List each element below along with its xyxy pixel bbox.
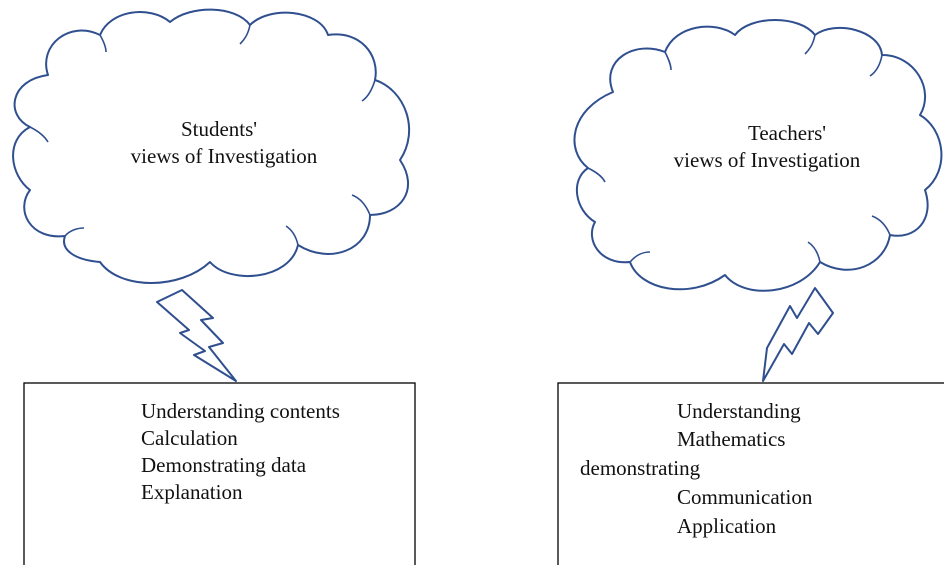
teachers-cloud-line1: Teachers' bbox=[747, 121, 827, 145]
students-cloud-line1: Students' bbox=[180, 117, 258, 141]
teachers-box bbox=[557, 382, 944, 565]
teachers-cloud-line2: views of Investigation bbox=[673, 148, 861, 172]
teachers-cloud-title: Teachers' bbox=[732, 120, 842, 147]
students-cloud bbox=[12, 8, 410, 284]
students-cloud-line2: views of Investigation bbox=[130, 144, 318, 168]
teachers-item: Understanding bbox=[677, 399, 801, 423]
teachers-item: Mathematics bbox=[677, 427, 786, 451]
teachers-lightning bbox=[762, 287, 834, 382]
students-item: Explanation bbox=[141, 480, 243, 504]
teachers-item: demonstrating bbox=[580, 456, 701, 480]
teachers-cloud bbox=[573, 19, 943, 292]
students-cloud-detail bbox=[29, 24, 376, 246]
students-lightning bbox=[156, 289, 237, 382]
students-cloud-subtitle: views of Investigation bbox=[114, 143, 334, 170]
teachers-item: Communication bbox=[677, 485, 813, 509]
teachers-item: Application bbox=[677, 514, 777, 538]
students-cloud-title: Students' bbox=[164, 116, 274, 143]
students-item: Demonstrating data bbox=[141, 453, 307, 477]
students-item: Calculation bbox=[141, 426, 238, 450]
teachers-cloud-detail bbox=[587, 34, 891, 263]
students-box bbox=[23, 382, 416, 565]
teachers-cloud-subtitle: views of Investigation bbox=[657, 147, 877, 174]
students-item: Understanding contents bbox=[141, 399, 340, 423]
